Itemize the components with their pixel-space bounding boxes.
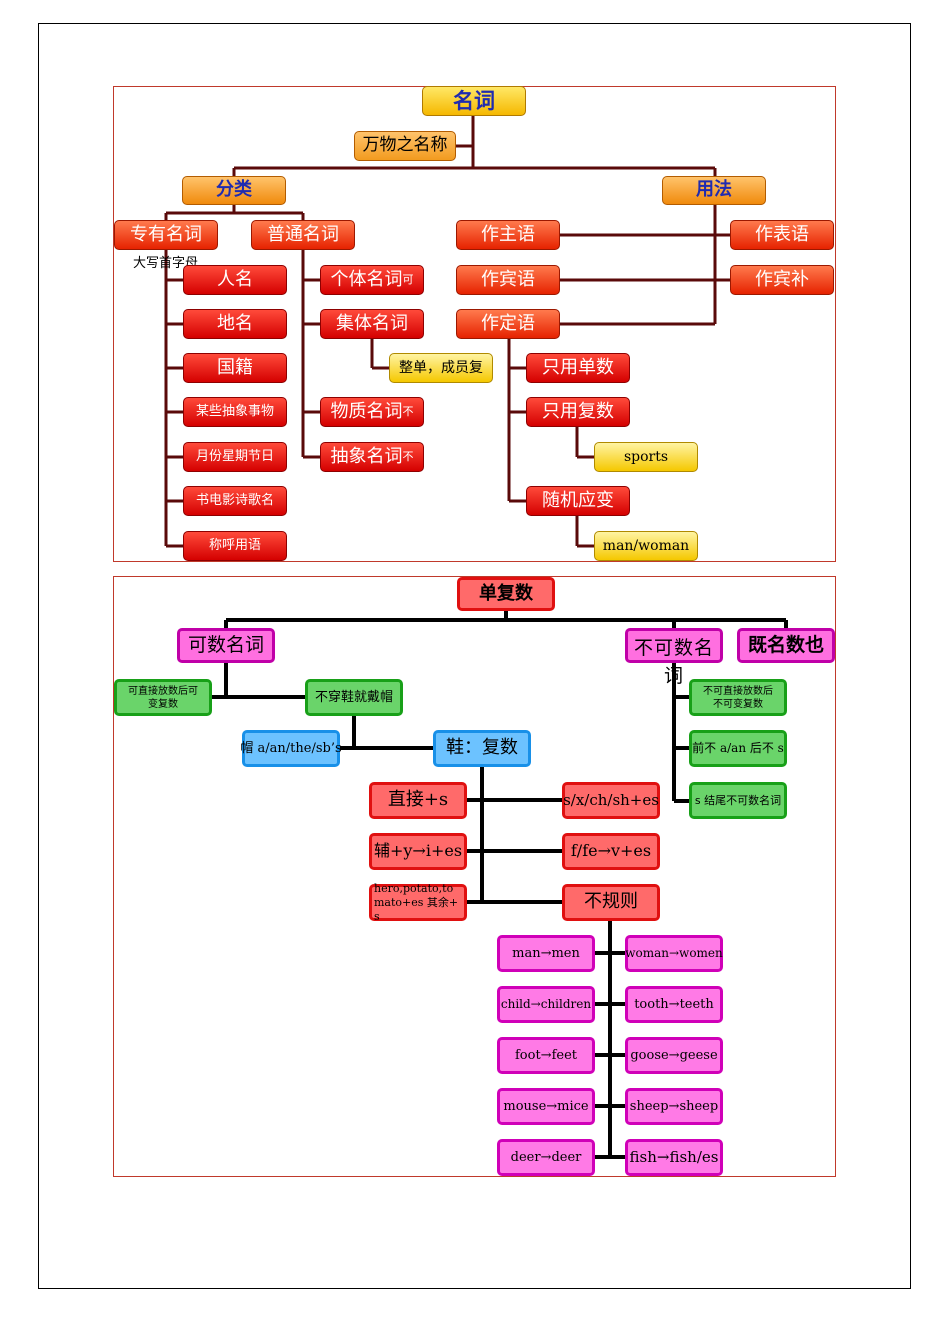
rule-consonant-y: 辅+y→i+es — [369, 833, 467, 870]
node-countable: 可数名词 — [177, 628, 275, 663]
rule-s-x-ch-sh: s/x/ch/sh+es — [562, 782, 660, 819]
node-classification: 分类 — [182, 176, 286, 205]
proper-item: 某些抽象事物 — [183, 397, 287, 427]
node-uncountable: 不可数名词 — [625, 628, 723, 687]
countable-direct: 可直接放数后可变复数 — [114, 679, 212, 716]
proper-item: 称呼用语 — [183, 531, 287, 561]
example-sports: sports — [594, 442, 698, 472]
node-plural-root: 单复数 — [457, 577, 555, 611]
usage-predicative: 作表语 — [730, 220, 834, 250]
proper-item: 国籍 — [183, 353, 287, 383]
countability-mark: 不 — [402, 450, 414, 464]
irregular-example: deer→deer — [497, 1139, 595, 1176]
rule-hero-potato-label: hero,potato,tomato+es 其余+s — [374, 881, 459, 923]
node-uncountable-label: 不可数名词 — [634, 637, 715, 687]
node-definition: 万物之名称 — [354, 131, 456, 161]
uncountable-s-ending: s 结尾不可数名词 — [689, 782, 787, 819]
irregular-example: woman→women — [625, 935, 723, 972]
usage-subject: 作主语 — [456, 220, 560, 250]
common-item-label: 集体名词 — [336, 312, 408, 334]
note-capital-letter: 大写首字母 — [133, 256, 199, 271]
usage-object-complement: 作宾补 — [730, 265, 834, 295]
page-frame — [38, 23, 911, 1289]
rule-hero-potato: hero,potato,tomato+es 其余+s — [369, 881, 467, 923]
countability-mark: 不 — [402, 405, 414, 419]
no-shoes-hat: 不穿鞋就戴帽 — [305, 679, 403, 716]
common-item-label: 物质名词 — [330, 400, 403, 422]
attributive-singular-only: 只用单数 — [526, 353, 630, 383]
usage-attributive: 作定语 — [456, 309, 560, 339]
irregular-example: sheep→sheep — [625, 1088, 723, 1125]
irregular-example: fish→fish/es — [625, 1139, 723, 1176]
example-man-woman: man/woman — [594, 531, 698, 561]
proper-item: 人名 — [183, 265, 287, 295]
common-item-label: 抽象名词 — [330, 445, 403, 467]
plural-diagram-panel — [113, 576, 836, 1177]
node-common-noun: 普通名词 — [251, 220, 355, 250]
proper-item: 书电影诗歌名 — [183, 486, 287, 516]
irregular-example: man→men — [497, 935, 595, 972]
usage-object: 作宾语 — [456, 265, 560, 295]
uncountable-no-article: 前不 a/an 后不 s — [689, 730, 787, 767]
common-item-individual: 个体名词可 — [320, 265, 424, 295]
common-item-collective: 集体名词 — [320, 309, 424, 339]
rule-f-fe: f/fe→v+es — [562, 833, 660, 870]
node-both: 既名数也 — [737, 628, 835, 663]
irregular-example: foot→feet — [497, 1037, 595, 1074]
irregular-example: child→children — [497, 986, 595, 1023]
irregular-example: mouse→mice — [497, 1088, 595, 1125]
uncountable-no-number-label: 不可直接放数后不可变复数 — [703, 685, 773, 710]
note-collective: 整单，成员复 — [389, 353, 493, 383]
attributive-plural-only: 只用复数 — [526, 397, 630, 427]
irregular-example: tooth→teeth — [625, 986, 723, 1023]
rule-irregular: 不规则 — [562, 884, 660, 921]
hat-determiner: 帽 a/an/the/sb’s — [240, 730, 342, 767]
countability-mark: 可 — [402, 273, 414, 287]
node-proper-noun: 专有名词 — [114, 220, 218, 250]
common-item-abstract: 抽象名词不 — [320, 442, 424, 472]
node-noun-root: 名词 — [422, 86, 526, 116]
node-usage: 用法 — [662, 176, 766, 205]
rule-add-s: 直接+s — [369, 782, 467, 819]
common-item-material: 物质名词不 — [320, 397, 424, 427]
common-item-label: 个体名词 — [330, 268, 403, 290]
proper-item: 地名 — [183, 309, 287, 339]
irregular-example: goose→geese — [625, 1037, 723, 1074]
attributive-flexible: 随机应变 — [526, 486, 630, 516]
proper-item: 月份星期节日 — [183, 442, 287, 472]
countable-direct-label: 可直接放数后可变复数 — [128, 685, 198, 710]
shoes-plural: 鞋：复数 — [433, 730, 531, 767]
uncountable-no-number: 不可直接放数后不可变复数 — [689, 679, 787, 716]
